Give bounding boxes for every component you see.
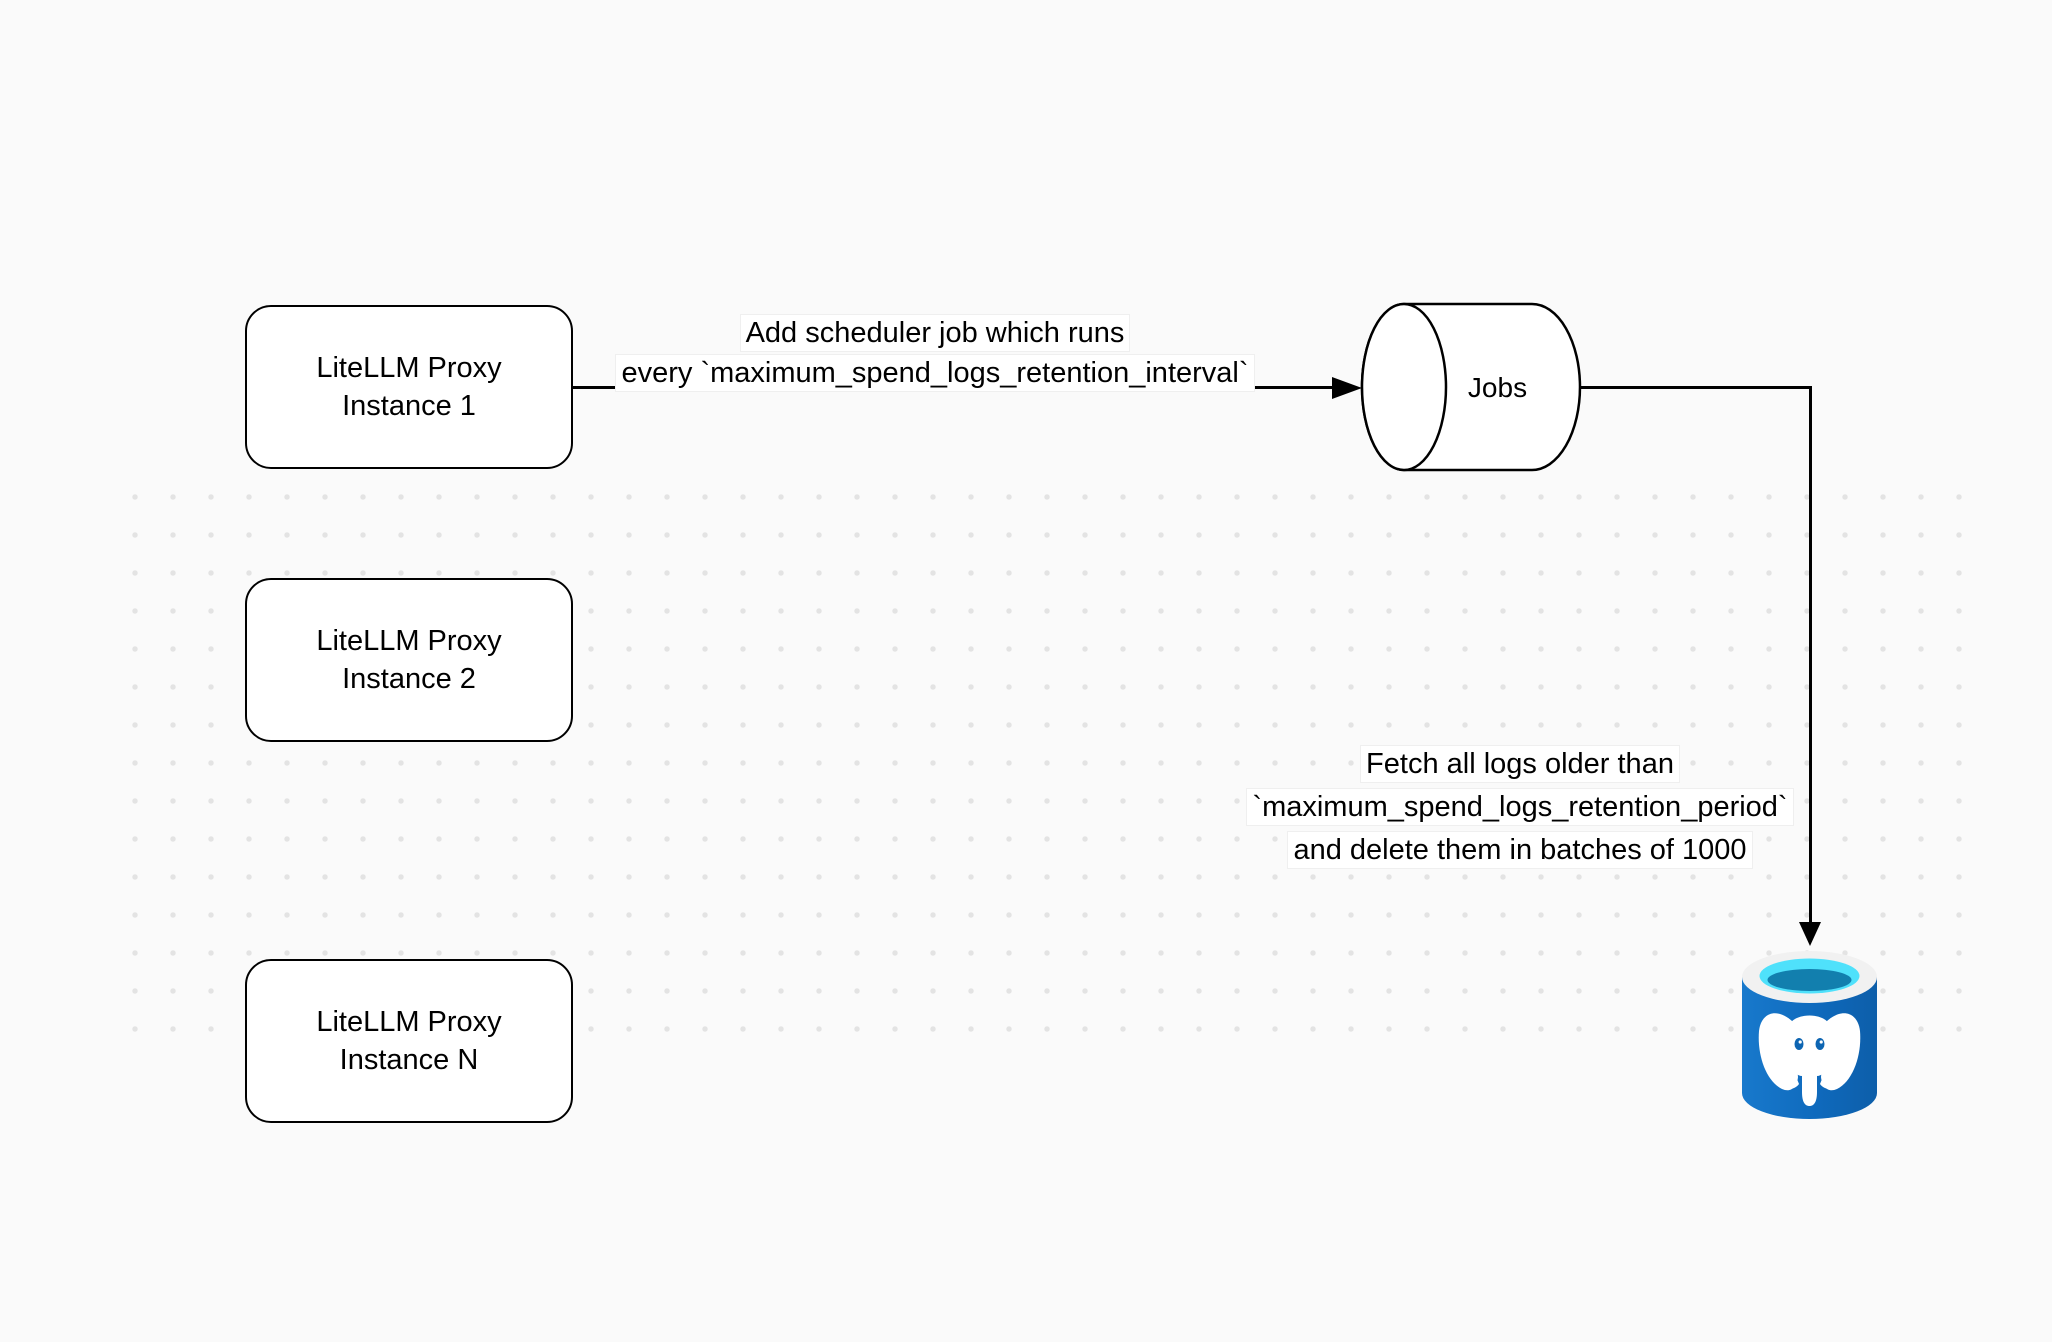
node-label-line2: Instance 2 — [342, 663, 476, 695]
edge-label-add-scheduler-job: Add scheduler job which runs every `maxi… — [535, 313, 1335, 393]
edge-label-line1: Add scheduler job which runs — [739, 314, 1131, 352]
edge-label-line3: and delete them in batches of 1000 — [1287, 831, 1753, 869]
edge-jobs-to-postgres-vertical-line — [1809, 386, 1812, 923]
node-label-line1: LiteLLM Proxy — [316, 1006, 502, 1038]
edge-label-line2: `maximum_spend_logs_retention_period` — [1246, 788, 1794, 826]
node-litellm-proxy-instance-n: LiteLLM Proxy Instance N — [245, 959, 573, 1123]
edge-label-line2: every `maximum_spend_logs_retention_inte… — [615, 354, 1255, 392]
jobs-node-label: Jobs — [1467, 372, 1528, 403]
node-litellm-proxy-instance-1: LiteLLM Proxy Instance 1 — [245, 305, 573, 469]
edge-jobs-to-postgres-horizontal-line — [1580, 386, 1811, 389]
arrowhead-into-postgres-icon — [1799, 922, 1821, 946]
arrowhead-into-jobs-icon — [1332, 377, 1362, 399]
node-label-line1: LiteLLM Proxy — [316, 352, 502, 384]
node-label: LiteLLM Proxy Instance 2 — [316, 622, 501, 698]
node-label: LiteLLM Proxy Instance N — [316, 1003, 501, 1079]
node-label-line2: Instance N — [339, 1044, 479, 1076]
jobs-queue-cylinder-icon — [1360, 302, 1582, 472]
node-label-line1: LiteLLM Proxy — [316, 625, 502, 657]
node-label: LiteLLM Proxy Instance 1 — [316, 349, 501, 425]
postgresql-database-icon — [1742, 951, 1877, 1119]
edge-label-fetch-and-delete-logs: Fetch all logs older than `maximum_spend… — [1220, 743, 1820, 872]
edge-label-line1: Fetch all logs older than — [1360, 745, 1680, 783]
node-litellm-proxy-instance-2: LiteLLM Proxy Instance 2 — [245, 578, 573, 742]
node-label-line2: Instance 1 — [342, 390, 476, 422]
